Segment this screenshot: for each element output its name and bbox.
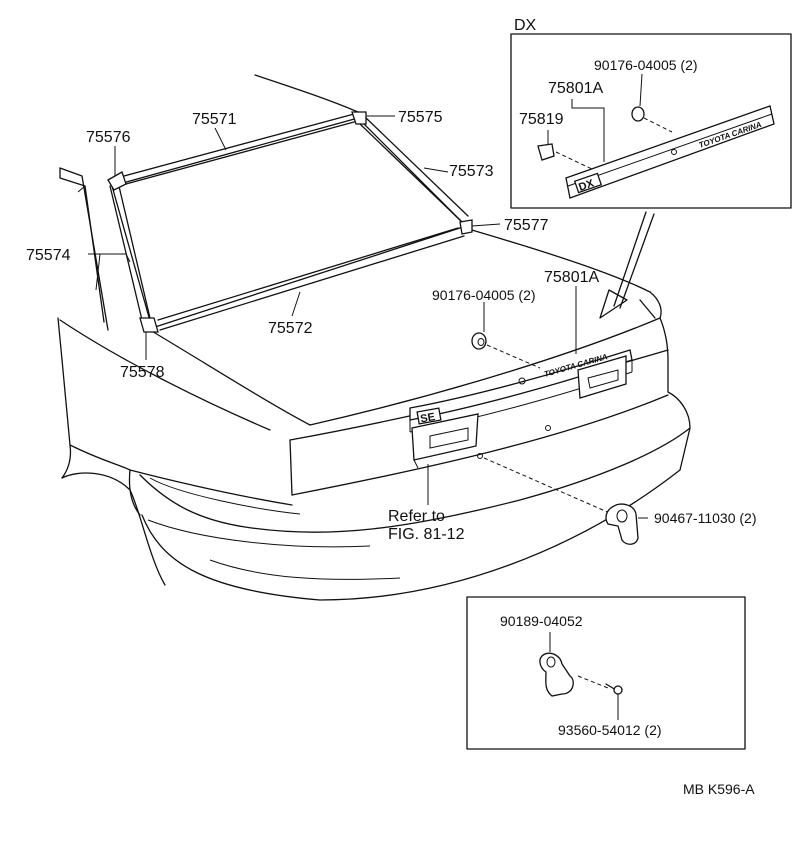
label-fig-ref: FIG. 81-12 [388,526,465,543]
dx-inset-title: DX [514,17,537,34]
dx-label-90176: 90176-04005 (2) [594,57,698,73]
bracket-inset: 90189-04052 93560-54012 (2) [466,596,746,750]
label-90467: 90467-11030 (2) [654,510,756,526]
label-75574: 75574 [26,247,71,264]
label-75578: 75578 [120,364,165,381]
se-badge-text: SE [419,411,436,425]
label-75571: 75571 [192,111,237,128]
dx-badge [573,172,603,194]
inset-pointer-arrow [599,211,655,319]
leader-lines [88,115,648,519]
label-75576: 75576 [86,129,131,146]
label-refer-to: Refer to [388,508,445,525]
corner-piece-75577 [459,219,473,235]
corner-piece-75578 [139,317,159,333]
dx-label-75819: 75819 [519,111,564,128]
figure-code: MB K596-A [683,781,755,797]
dx-badge-text: DX [577,177,596,194]
label-75575: 75575 [398,109,443,126]
bracket-label-90189: 90189-04052 [500,613,583,629]
car-body [57,74,691,601]
label-75577: 75577 [504,217,549,234]
label-75572: 75572 [268,320,313,337]
garnish-nut [471,332,541,369]
se-badge [416,407,442,425]
rear-window [107,111,473,333]
bracket-label-93560: 93560-54012 (2) [558,722,662,738]
corner-piece-75576 [107,171,127,191]
dx-inset: DX 90176-04005 (2) 75801A 75819 DX TOYOT… [510,17,792,209]
dx-label-75801a: 75801A [548,80,603,97]
part-labels: 75571 75575 75576 75573 75574 75577 7557… [26,109,756,543]
label-75801a: 75801A [544,269,599,286]
clip-90467 [483,457,639,545]
label-90176: 90176-04005 (2) [432,287,536,303]
label-75573: 75573 [449,163,494,180]
corner-piece-75575 [351,111,367,125]
